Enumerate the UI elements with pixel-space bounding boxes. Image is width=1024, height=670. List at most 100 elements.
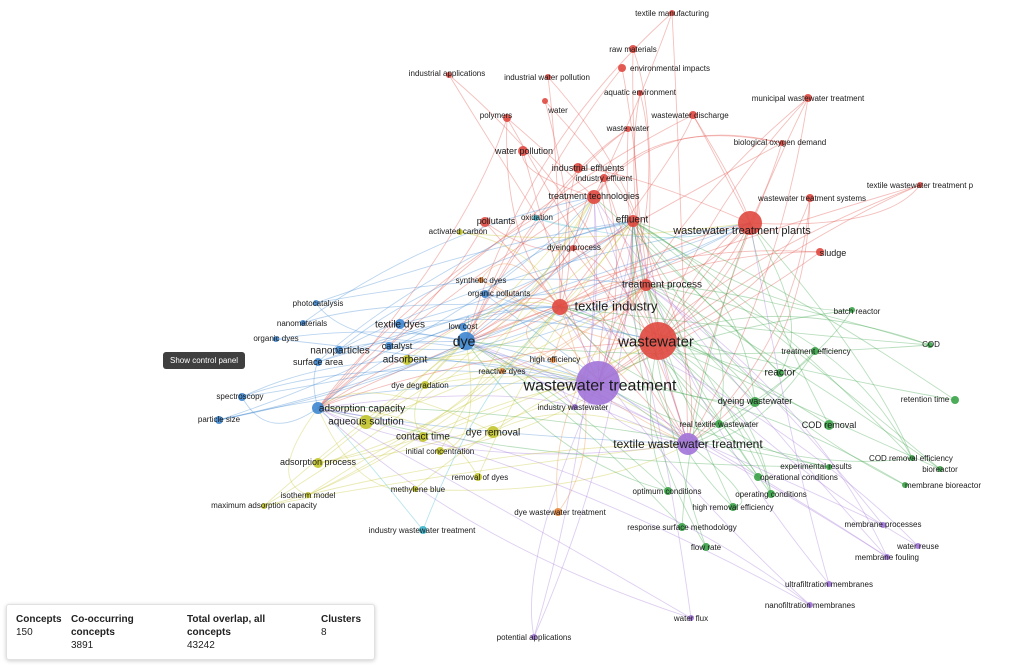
node-industrial-effluents[interactable] xyxy=(573,163,583,173)
node-textile-manufacturing[interactable] xyxy=(669,10,675,16)
node-wastewater-treatment[interactable] xyxy=(576,361,620,405)
node-dyeing-wastewater[interactable] xyxy=(750,397,760,407)
node-water[interactable] xyxy=(542,98,548,104)
edge xyxy=(645,284,913,459)
edge xyxy=(317,306,561,409)
node-wastewater-treatment-systems[interactable] xyxy=(806,194,814,202)
node-pollutants[interactable] xyxy=(480,217,490,227)
node-membrane-processes[interactable] xyxy=(880,522,886,528)
node-nanomaterials[interactable] xyxy=(300,320,306,326)
node-cod[interactable] xyxy=(927,342,933,348)
node-reactor[interactable] xyxy=(776,369,784,377)
node-treatment-process[interactable] xyxy=(640,279,652,291)
node-nanoparticles[interactable] xyxy=(335,346,343,354)
node-adsorbent[interactable] xyxy=(402,355,412,365)
node-potential-applications[interactable] xyxy=(531,634,537,640)
node-experimental-results[interactable] xyxy=(826,464,832,470)
node-organic-pollutants[interactable] xyxy=(481,290,489,298)
node-industry-wastewater-treatment[interactable] xyxy=(419,526,427,534)
node-textile-wastewater-treatment-p[interactable] xyxy=(917,182,923,188)
node-textile-wastewater-treatment[interactable] xyxy=(677,433,699,455)
node-dye-removal[interactable] xyxy=(487,426,499,438)
node-wastewater-treatment-plants[interactable] xyxy=(738,211,762,235)
node-label: wastewater treatment systems xyxy=(757,194,866,203)
node-environmental-impacts[interactable] xyxy=(618,64,626,72)
node-contact-time[interactable] xyxy=(418,432,428,442)
node-sludge[interactable] xyxy=(816,248,824,256)
node-industry-effluent[interactable] xyxy=(600,174,608,182)
node-high-removal-efficiency[interactable] xyxy=(729,503,737,511)
node-water-reuse[interactable] xyxy=(915,543,921,549)
node-membrane-bioreactor[interactable] xyxy=(902,482,908,488)
node-label: bioreactor xyxy=(922,465,958,474)
edge xyxy=(559,306,756,403)
node-textile-dyes[interactable] xyxy=(395,319,405,329)
node-nanofiltration-membranes[interactable] xyxy=(807,602,813,608)
node-dye[interactable] xyxy=(457,332,475,350)
node-catalyst[interactable] xyxy=(385,342,393,350)
node-operating-conditions[interactable] xyxy=(767,490,775,498)
node-isotherm-model[interactable] xyxy=(305,492,311,498)
show-control-panel-button[interactable]: Show control panel xyxy=(163,352,246,369)
node-wastewater[interactable] xyxy=(639,322,677,360)
node-dye-degradation[interactable] xyxy=(421,381,429,389)
node-initial-concentration[interactable] xyxy=(436,447,444,455)
node-low-cost[interactable] xyxy=(459,323,467,331)
node-activated-carbon[interactable] xyxy=(457,229,463,235)
node-real-textile-wastewater[interactable] xyxy=(715,420,723,428)
node-ultrafiltration-membranes[interactable] xyxy=(826,581,832,587)
edge xyxy=(632,220,913,459)
node-response-surface-methodology[interactable] xyxy=(678,523,686,531)
node-optimum-conditions[interactable] xyxy=(664,487,672,495)
node-polymers[interactable] xyxy=(503,114,511,122)
node-cod-removal-efficiency[interactable] xyxy=(909,455,915,461)
node-reactive-dyes[interactable] xyxy=(499,368,505,374)
edge xyxy=(459,222,751,238)
node-bioreactor[interactable] xyxy=(937,466,943,472)
node-waste-water[interactable] xyxy=(625,126,631,132)
node-effluent[interactable] xyxy=(627,215,639,227)
node-organic-dyes[interactable] xyxy=(273,336,279,342)
node-water-flux[interactable] xyxy=(688,615,694,621)
node-synthetic-dyes[interactable] xyxy=(478,277,484,283)
node-water-pollution[interactable] xyxy=(518,146,528,156)
node-treatment-technologies[interactable] xyxy=(587,190,601,204)
node-dyeing-process[interactable] xyxy=(570,245,576,251)
node-batch-reactor[interactable] xyxy=(849,307,855,313)
edge xyxy=(506,117,595,198)
node-municipal-wastewater-treatment[interactable] xyxy=(804,94,812,102)
node-wastewater-discharge[interactable] xyxy=(689,111,697,119)
node-label: surface area xyxy=(293,357,343,367)
node-treatment-efficiency[interactable] xyxy=(811,347,819,355)
node-label: water xyxy=(547,106,568,115)
node-industrial-applications[interactable] xyxy=(446,72,452,78)
edge xyxy=(317,196,595,363)
node-particle-size[interactable] xyxy=(215,416,223,424)
node-removal-of-dyes[interactable] xyxy=(474,473,482,481)
node-oxidation[interactable] xyxy=(533,215,539,221)
node-high-efficiency[interactable] xyxy=(550,357,556,363)
node-photocatalysis[interactable] xyxy=(313,300,319,306)
node-dye-wastewater-treatment[interactable] xyxy=(554,508,562,516)
node-industrial-water-pollution[interactable] xyxy=(545,74,551,80)
node-aquatic-environment[interactable] xyxy=(637,90,643,96)
node-industry-wastewater[interactable] xyxy=(572,404,578,410)
node-retention-time[interactable] xyxy=(951,396,959,404)
node-flow-rate[interactable] xyxy=(702,543,710,551)
node-adsorption-capacity[interactable] xyxy=(312,402,324,414)
node-spectroscopy[interactable] xyxy=(238,393,246,401)
edge xyxy=(484,221,689,445)
node-raw-materials[interactable] xyxy=(629,45,637,53)
node-operational-conditions[interactable] xyxy=(754,473,762,481)
node-methylene-blue[interactable] xyxy=(412,486,418,492)
node-surface-area[interactable] xyxy=(314,358,322,366)
node-adsorption-process[interactable] xyxy=(313,458,323,468)
node-maximum-adsorption-capacity[interactable] xyxy=(261,503,267,509)
edge xyxy=(645,284,772,495)
node-membrane-fouling[interactable] xyxy=(884,554,890,560)
node-cod-removal[interactable] xyxy=(824,420,834,430)
node-textile-industry[interactable] xyxy=(552,299,568,315)
node-aqueous-solution[interactable] xyxy=(359,415,373,429)
node-biological-oxygen-demand[interactable] xyxy=(779,140,785,146)
